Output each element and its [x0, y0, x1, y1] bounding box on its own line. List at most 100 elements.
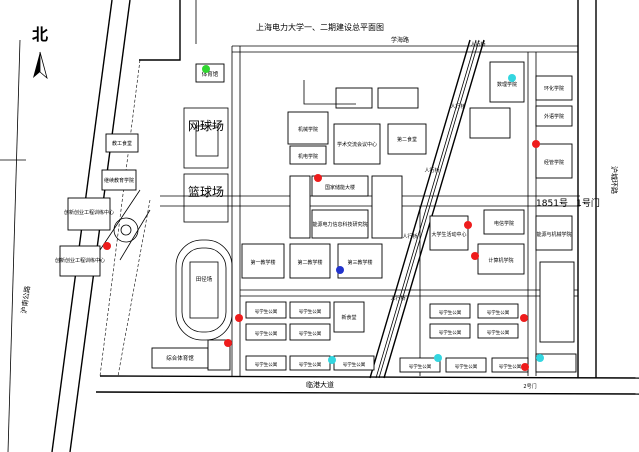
label-dorm-3: 号学生公寓	[255, 330, 278, 337]
marker-red[interactable]	[235, 314, 243, 322]
label-jiao3: 第三教学楼	[347, 259, 372, 266]
label-gate2: 2号门	[523, 383, 536, 390]
label-dorm-7: 号学生公寓	[343, 361, 366, 368]
label-lab4: 环化学院	[544, 85, 564, 92]
label-walk2: 人行桥	[450, 103, 465, 110]
building-jiao3	[337, 243, 383, 279]
markers	[103, 65, 544, 371]
marker-red[interactable]	[521, 363, 529, 371]
label-lab6: 经管学院	[544, 159, 564, 166]
marker-blue[interactable]	[336, 266, 344, 274]
label-lab1: 机械学院	[298, 126, 318, 133]
label-dorm-5: 号学生公寓	[255, 361, 278, 368]
north-label: 北	[32, 25, 48, 44]
map-labels: 上海电力大学一、二期建设总平面图 北 体育馆 网球场 篮球场 田径场 综合体育馆…	[19, 22, 619, 390]
label-center: 大学生活动中心	[431, 231, 466, 238]
marker-red[interactable]	[471, 252, 479, 260]
marker-red[interactable]	[532, 140, 540, 148]
label-lab9: 数理学院	[497, 81, 517, 88]
marker-cyan[interactable]	[508, 74, 516, 82]
building-jiaogong	[105, 133, 139, 153]
marker-cyan[interactable]	[328, 356, 336, 364]
building-lab9	[489, 61, 525, 103]
label-gym: 综合体育馆	[166, 354, 194, 362]
north-arrow-icon	[33, 51, 48, 80]
label-lab2: 机电学院	[298, 153, 318, 160]
marker-green[interactable]	[202, 65, 210, 73]
athletic-track	[175, 239, 233, 341]
label-road-top: 学海路	[391, 36, 409, 44]
basketball-court	[183, 173, 229, 223]
building-jiao2	[289, 243, 331, 279]
label-sports-hall: 体育馆	[202, 70, 219, 78]
building-lab2	[289, 145, 327, 165]
marker-red[interactable]	[464, 221, 472, 229]
label-jiao1: 第一教学楼	[250, 259, 275, 266]
marker-red[interactable]	[224, 339, 232, 347]
label-jiao2: 第二教学楼	[297, 259, 322, 266]
building-lab7	[483, 209, 525, 235]
label-cy2: 创新创业工程训练中心	[55, 257, 105, 264]
marker-red[interactable]	[103, 242, 111, 250]
label-dorm-9: 号学生公寓	[487, 309, 510, 316]
label-1851: 1851号	[536, 198, 568, 209]
label-lab5: 外语学院	[544, 113, 564, 120]
building-lib	[311, 175, 369, 197]
label-gate1: 1号门	[576, 197, 600, 209]
label-dorm-6: 号学生公寓	[299, 361, 322, 368]
building-ting1	[333, 301, 365, 333]
building-lab4	[535, 75, 573, 101]
label-track: 田径场	[196, 275, 213, 283]
marker-cyan[interactable]	[536, 354, 544, 362]
label-jixu: 继续教育学院	[104, 177, 134, 184]
label-ting2: 第二食堂	[397, 136, 417, 143]
map-title: 上海电力大学一、二期建设总平面图	[256, 22, 384, 32]
building-center	[429, 215, 469, 251]
label-walk4: 人行桥	[402, 233, 417, 240]
buildings	[59, 61, 577, 373]
building-jiao1	[241, 243, 285, 279]
label-lib2: 能源电力信息科技研究院	[312, 221, 367, 228]
label-lab7: 电信学院	[494, 220, 514, 227]
building-jixu	[101, 169, 137, 191]
building-cy1	[67, 197, 111, 231]
building-lab10	[535, 215, 573, 251]
building-lab8	[477, 243, 525, 275]
label-basketball: 篮球场	[188, 184, 224, 199]
label-dorm-1: 号学生公寓	[255, 308, 278, 315]
label-dorm-4: 号学生公寓	[299, 330, 322, 337]
label-dorm-8: 号学生公寓	[439, 309, 462, 316]
label-tennis: 网球场	[188, 119, 224, 133]
label-road-right: 沪城环路	[610, 166, 619, 194]
label-road-left: 沪南公路	[19, 285, 32, 314]
label-lib: 国家储能大楼	[325, 184, 355, 191]
building-ting2	[387, 123, 427, 155]
label-dorm-2: 号学生公寓	[299, 308, 322, 315]
label-dorm-11: 号学生公寓	[487, 329, 510, 336]
label-lab3: 学术交流会议中心	[337, 141, 377, 148]
label-cy1: 创新创业工程训练中心	[64, 209, 114, 216]
label-ting1: 新食堂	[341, 314, 356, 321]
label-road-bottom: 临港大道	[306, 380, 334, 389]
label-jiaogong: 教工食堂	[112, 140, 132, 147]
label-dorm-10: 号学生公寓	[439, 329, 462, 336]
marker-cyan[interactable]	[434, 354, 442, 362]
label-lab10: 能源与机械学院	[536, 231, 571, 238]
label-dorm-13: 号学生公寓	[455, 363, 478, 370]
building-lab3	[333, 123, 381, 165]
marker-red[interactable]	[314, 174, 322, 182]
label-walk1: 人行桥	[470, 41, 485, 48]
building-lab6	[535, 143, 573, 179]
label-lab8: 计算机学院	[488, 257, 513, 264]
label-walk3: 人行桥	[424, 167, 439, 174]
label-dorm-14: 号学生公寓	[499, 363, 522, 370]
marker-red[interactable]	[520, 314, 528, 322]
building-lib2	[311, 209, 369, 239]
building-lab1	[287, 111, 329, 145]
label-walk5: 人行桥	[390, 295, 405, 302]
label-dorm-12: 号学生公寓	[409, 363, 432, 370]
tennis-court	[183, 107, 229, 169]
